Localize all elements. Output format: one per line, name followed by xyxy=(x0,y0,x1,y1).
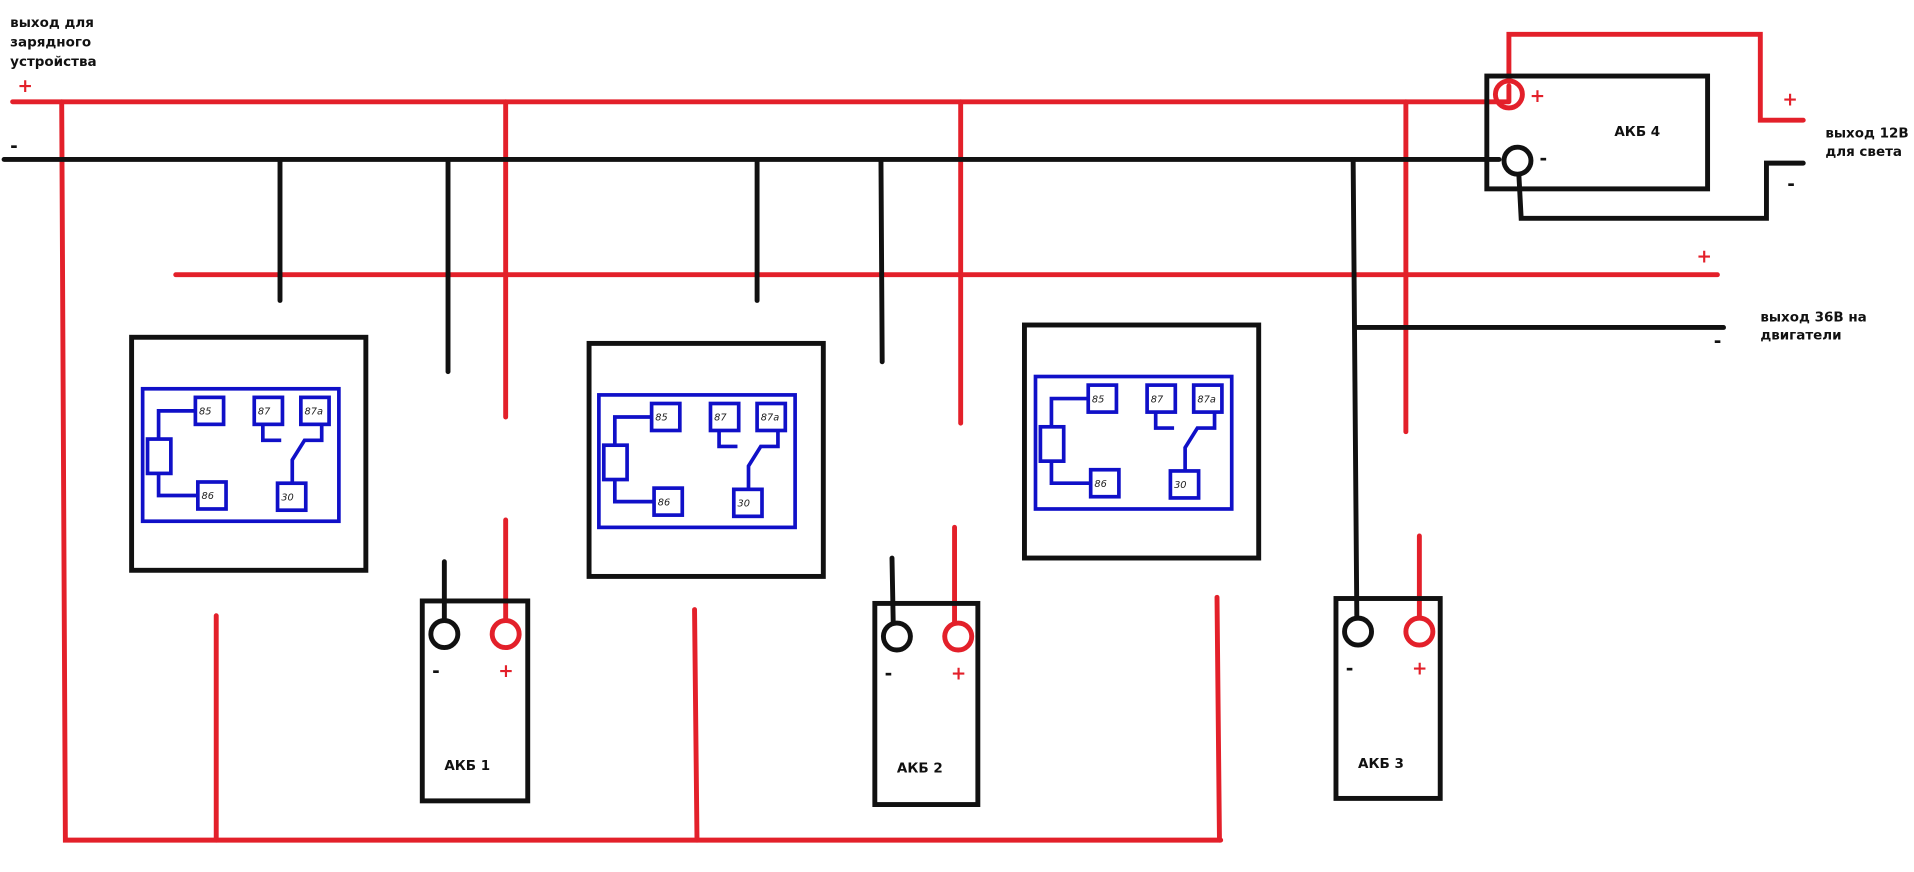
positive-bus xyxy=(10,31,1806,843)
battery-body xyxy=(872,600,981,807)
motor-output-label: выход 36В на двигатели xyxy=(1760,309,1871,343)
motor-plus-sign: + xyxy=(1697,246,1712,267)
plus-sign: + xyxy=(498,661,513,682)
terminal-label: 30 xyxy=(1174,480,1186,491)
terminal-label: 86 xyxy=(658,497,670,508)
relay-1: 85 87 87a 86 30 xyxy=(129,334,369,573)
relay-schematic: 85 87 87a 86 30 xyxy=(597,393,797,530)
battery-4: + - АКБ 4 xyxy=(1484,73,1711,192)
relay-schematic: 85 87 87a 86 30 xyxy=(1033,374,1234,511)
terminal-label: 87a xyxy=(1197,394,1215,405)
terminal-label: 87a xyxy=(761,413,779,424)
battery-4-label: АКБ 4 xyxy=(1614,124,1660,140)
plus-sign: + xyxy=(1412,659,1427,680)
battery-3: - + АКБ 3 xyxy=(1333,596,1443,801)
terminal-87 xyxy=(708,401,741,433)
battery-4-minus: - xyxy=(1540,148,1548,169)
terminal-87a xyxy=(1191,383,1224,414)
terminal-label: 85 xyxy=(1092,394,1104,405)
charger-output-label: выход для зарядного устройства xyxy=(10,15,98,70)
positive-terminal xyxy=(1403,615,1436,648)
charger-minus-sign: - xyxy=(10,136,18,157)
positive-terminal xyxy=(489,618,522,651)
minus-sign: - xyxy=(885,663,893,684)
terminal-30 xyxy=(1168,469,1201,500)
battery-label: АКБ 2 xyxy=(897,761,943,777)
relay-housing xyxy=(1022,322,1262,561)
terminal-86 xyxy=(652,486,685,517)
battery-4-plus: + xyxy=(1530,86,1545,107)
relay-coil xyxy=(601,443,629,482)
light-output-label: выход 12В для света xyxy=(1825,125,1913,159)
terminal-label: 30 xyxy=(737,499,749,510)
terminal-85 xyxy=(649,401,682,433)
terminal-label: 86 xyxy=(1094,479,1106,490)
terminal-30 xyxy=(275,481,308,513)
terminal-label: 86 xyxy=(202,491,214,502)
relay-schematic: 85 87 87a 86 30 xyxy=(140,386,341,524)
relay-housing xyxy=(129,334,369,573)
battery-body xyxy=(419,598,531,804)
terminal-87 xyxy=(252,395,285,427)
terminal-label: 85 xyxy=(655,413,667,424)
terminal-87 xyxy=(1145,383,1178,414)
terminal-86 xyxy=(195,480,228,511)
relay-coil xyxy=(145,437,173,476)
terminal-85 xyxy=(1086,383,1119,414)
plus-sign: + xyxy=(951,663,966,684)
relay-3: 85 87 87a 86 30 xyxy=(1022,322,1262,561)
terminal-label: 87 xyxy=(1151,394,1164,405)
relay-2: 85 87 87a 86 30 xyxy=(586,340,826,579)
battery-2: - + АКБ 2 xyxy=(872,600,981,807)
battery-label: АКБ 3 xyxy=(1358,756,1404,772)
terminal-85 xyxy=(193,395,226,427)
negative-terminal xyxy=(1342,615,1374,648)
charger-plus-sign: + xyxy=(18,76,33,97)
terminal-87a xyxy=(299,395,331,427)
terminal-87a xyxy=(755,401,788,433)
minus-sign: - xyxy=(432,661,440,682)
terminal-label: 87 xyxy=(258,407,271,418)
terminal-86 xyxy=(1088,467,1121,499)
negative-terminal xyxy=(880,620,913,653)
relay-housing xyxy=(586,340,826,579)
terminal-label: 87a xyxy=(305,407,323,418)
terminal-30 xyxy=(731,487,764,519)
motor-minus-sign: - xyxy=(1714,331,1722,352)
battery-label: АКБ 1 xyxy=(444,758,490,774)
light-plus-sign: + xyxy=(1782,89,1797,110)
terminal-label: 30 xyxy=(281,492,293,503)
battery-1: - + АКБ 1 xyxy=(419,598,531,804)
negative-bus xyxy=(1,156,1806,626)
relay-coil xyxy=(1038,424,1066,463)
negative-terminal xyxy=(428,618,461,651)
positive-terminal xyxy=(942,620,975,653)
battery-body xyxy=(1333,596,1443,801)
terminal-label: 85 xyxy=(199,407,211,418)
terminal-label: 87 xyxy=(714,413,727,424)
light-minus-sign: - xyxy=(1787,174,1795,195)
minus-sign: - xyxy=(1346,659,1354,680)
